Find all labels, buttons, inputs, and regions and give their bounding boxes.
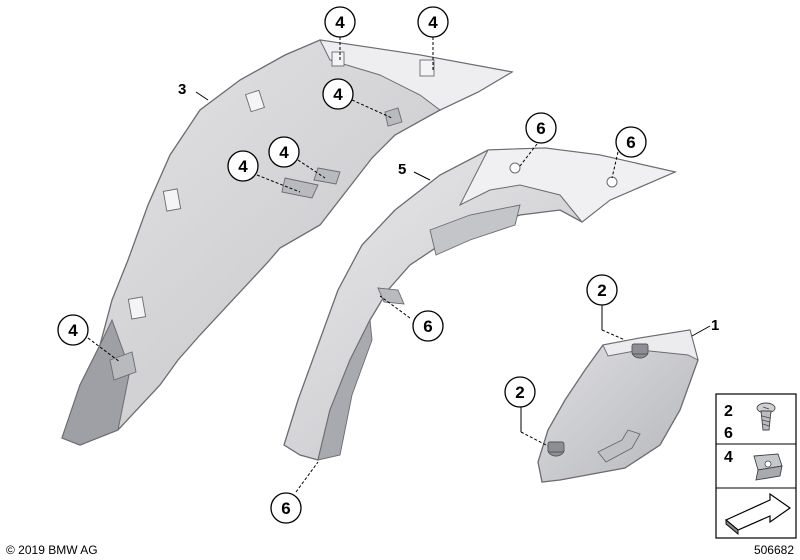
callout-6-bottom: 6 [270, 492, 302, 524]
part-1-mounting-studs [547, 343, 649, 457]
svg-text:6: 6 [423, 317, 432, 336]
part-5-lower-shade [317, 318, 373, 461]
svg-text:4: 4 [335, 13, 345, 32]
part-5-hole-top [509, 162, 521, 174]
part-1-cover-plate [537, 329, 699, 483]
leader-lines [87, 37, 711, 493]
part-5-hole-right [606, 176, 618, 188]
part-1-tab [597, 429, 641, 463]
svg-text:6: 6 [626, 133, 635, 152]
part-3-lower-shadow [61, 318, 131, 446]
svg-text:2: 2 [515, 383, 524, 402]
clip-nut-icon [753, 453, 783, 481]
callout-4-inner-upper: 4 [268, 136, 300, 168]
svg-text:6: 6 [281, 499, 290, 518]
diagram-number: 506682 [754, 543, 794, 557]
svg-text:4: 4 [428, 13, 438, 32]
callout-6-mid: 6 [412, 310, 444, 342]
screw-icon [756, 402, 776, 431]
svg-text:6: 6 [536, 119, 545, 138]
legend-row2-number: 4 [724, 449, 733, 466]
part-5-curved-panel [283, 147, 678, 461]
part-3-body [61, 39, 514, 446]
svg-text:2: 2 [597, 281, 606, 300]
callout-2-upper: 2 [586, 274, 618, 306]
legend-row1-top-number: 2 [724, 403, 733, 420]
part-3-upper-fold [319, 39, 514, 111]
part-1-rim [602, 329, 699, 361]
svg-text:4: 4 [279, 143, 289, 162]
part-3-label: 3 [178, 81, 186, 98]
callout-4-bottom-left: 4 [57, 314, 89, 346]
callouts: 4 4 4 4 4 4 6 6 [57, 6, 647, 524]
legend-row1-bottom-number: 6 [724, 425, 733, 442]
part-5-label: 5 [398, 161, 406, 178]
part-5-bracket [429, 204, 521, 256]
part-3-clip-slots [127, 51, 435, 320]
callout-4-top-left: 4 [324, 6, 356, 38]
part-1-label: 1 [711, 317, 719, 334]
callout-4-inner-left: 4 [227, 150, 259, 182]
callout-6-right: 6 [615, 126, 647, 158]
svg-text:4: 4 [333, 85, 343, 104]
callout-6-top: 6 [525, 112, 557, 144]
svg-text:4: 4 [68, 321, 78, 340]
callout-4-mid: 4 [322, 78, 354, 110]
part-3-side-panel [61, 39, 514, 446]
part-3-clip-details [109, 107, 403, 381]
svg-text:4: 4 [238, 157, 248, 176]
part-5-hook [377, 287, 405, 305]
parts-legend: 2 6 4 [715, 393, 797, 539]
copyright-text: © 2019 BMW AG [6, 543, 98, 557]
callout-2-lower: 2 [504, 376, 536, 408]
arrow-icon [724, 492, 792, 535]
callout-4-top-right: 4 [417, 6, 449, 38]
